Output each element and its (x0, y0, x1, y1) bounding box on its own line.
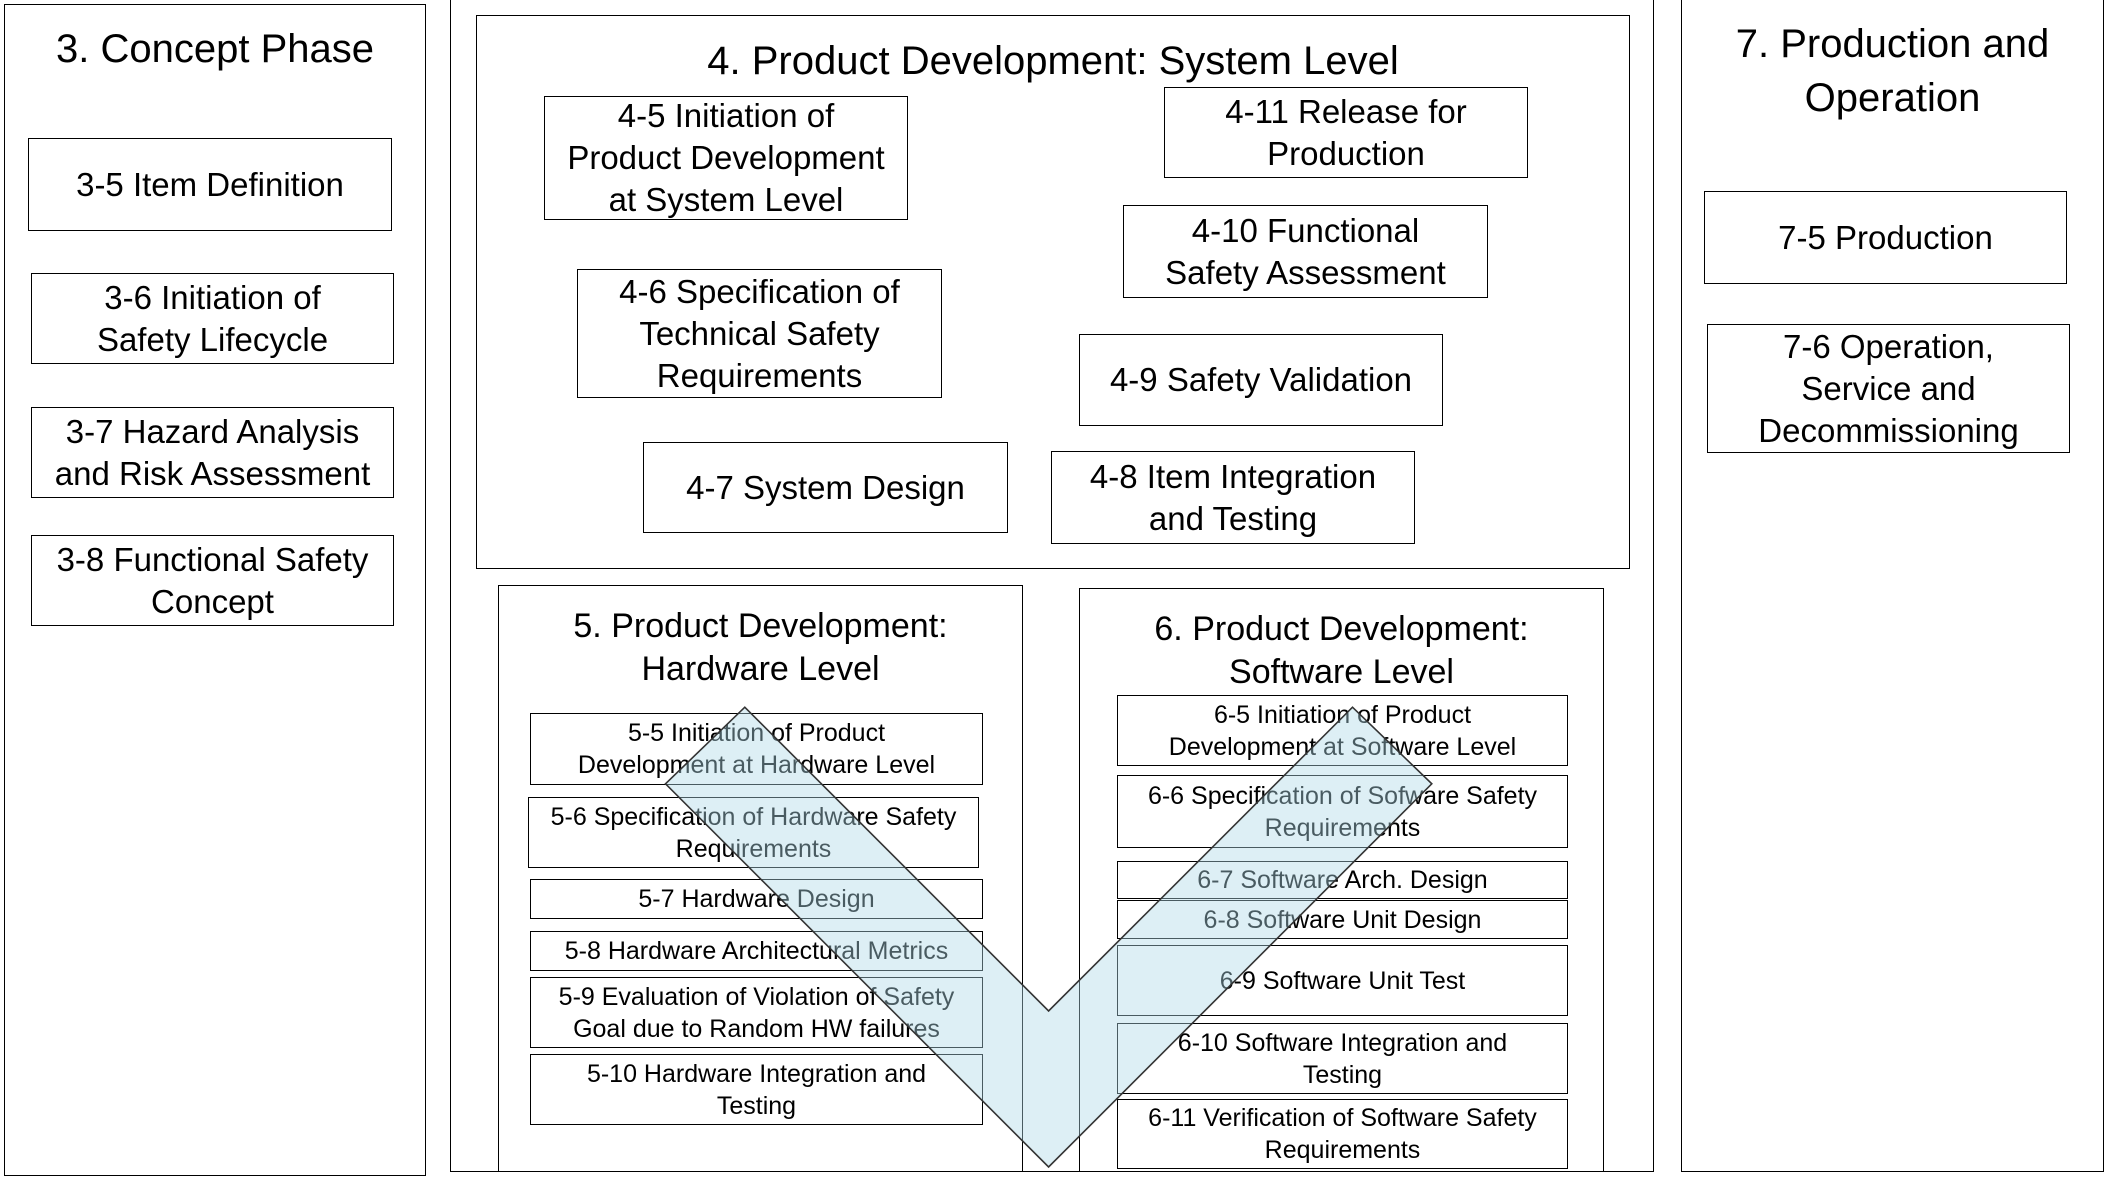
step-4-8-label: 4-8 Item Integration and Testing (1089, 457, 1377, 537)
step-5-6-box: 5-6 Specification of Hardware Safety Req… (528, 797, 979, 868)
step-7-5-box: 7-5 Production (1704, 191, 2067, 284)
step-3-7-box: 3-7 Hazard Analysis and Risk Assessment (31, 407, 394, 498)
step-6-7-box: 6-7 Software Arch. Design (1117, 861, 1568, 899)
step-4-10-box: 4-10 Functional Safety Assessment (1123, 205, 1488, 298)
step-6-10-label: 6-10 Software Integration and Testing (1177, 1028, 1508, 1089)
step-6-6-label: 6-6 Specification of Sofware Safety Requ… (1147, 781, 1538, 842)
step-3-8-box: 3-8 Functional Safety Concept (31, 535, 394, 626)
step-4-5-label: 4-5 Initiation of Product Development at… (567, 97, 885, 218)
step-4-10-label: 4-10 Functional Safety Assessment (1165, 211, 1446, 291)
step-6-9-label: 6-9 Software Unit Test (1219, 966, 1466, 995)
step-6-10-box: 6-10 Software Integration and Testing (1117, 1023, 1568, 1094)
software-level-title: 6. Product Development: Software Level (1154, 610, 1529, 691)
step-6-5-box: 6-5 Initiation of Product Development at… (1117, 695, 1568, 766)
hardware-level-section: 5. Product Development: Hardware Level 5… (498, 585, 1023, 1172)
step-3-7-label: 3-7 Hazard Analysis and Risk Assessment (54, 412, 371, 492)
step-5-8-box: 5-8 Hardware Architectural Metrics (530, 931, 983, 971)
step-5-5-box: 5-5 Initiation of Product Development at… (530, 713, 983, 785)
step-4-11-box: 4-11 Release for Production (1164, 87, 1528, 178)
step-6-6-box: 6-6 Specification of Sofware Safety Requ… (1117, 775, 1568, 848)
step-6-8-label: 6-8 Software Unit Design (1203, 905, 1482, 934)
step-7-6-box: 7-6 Operation, Service and Decommissioni… (1707, 324, 2070, 453)
step-5-7-label: 5-7 Hardware Design (638, 885, 875, 913)
step-4-11-label: 4-11 Release for Production (1225, 92, 1467, 172)
step-3-6-box: 3-6 Initiation of Safety Lifecycle (31, 273, 394, 364)
step-6-5-label: 6-5 Initiation of Product Development at… (1168, 700, 1517, 761)
step-4-9-label: 4-9 Safety Validation (1109, 361, 1413, 398)
step-5-8-label: 5-8 Hardware Architectural Metrics (564, 937, 949, 965)
software-level-section: 6. Product Development: Software Level 6… (1079, 588, 1604, 1172)
step-5-6-label: 5-6 Specification of Hardware Safety Req… (550, 802, 957, 863)
step-4-6-label: 4-6 Specification of Technical Safety Re… (619, 272, 900, 394)
product-development-frame: 4. Product Development: System Level 4-5… (450, 0, 1654, 1172)
step-4-7-box: 4-7 System Design (643, 442, 1008, 533)
step-5-7-box: 5-7 Hardware Design (530, 879, 983, 919)
step-5-10-box: 5-10 Hardware Integration and Testing (530, 1054, 983, 1125)
production-operation-title: 7. Production and Operation (1735, 22, 2050, 120)
step-6-9-box: 6-9 Software Unit Test (1117, 945, 1568, 1016)
step-6-11-box: 6-11 Verification of Software Safety Req… (1117, 1099, 1568, 1169)
step-7-5-label: 7-5 Production (1778, 218, 1993, 256)
step-5-9-label: 5-9 Evaluation of Violation of Safety Go… (558, 982, 955, 1043)
hardware-level-title: 5. Product Development: Hardware Level (573, 607, 948, 688)
step-5-5-label: 5-5 Initiation of Product Development at… (577, 719, 936, 779)
step-3-5-box: 3-5 Item Definition (28, 138, 392, 231)
step-5-10-label: 5-10 Hardware Integration and Testing (586, 1059, 927, 1120)
step-6-11-label: 6-11 Verification of Software Safety Req… (1148, 1104, 1537, 1164)
step-3-5-label: 3-5 Item Definition (76, 165, 344, 203)
step-4-8-box: 4-8 Item Integration and Testing (1051, 451, 1415, 544)
step-4-9-box: 4-9 Safety Validation (1079, 334, 1443, 426)
production-operation-column: 7. Production and Operation 7-5 Producti… (1681, 0, 2104, 1172)
system-level-section: 4. Product Development: System Level 4-5… (476, 15, 1630, 569)
step-4-5-box: 4-5 Initiation of Product Development at… (544, 96, 908, 220)
concept-phase-column: 3. Concept Phase 3-5 Item Definition 3-6… (4, 4, 426, 1176)
system-level-title: 4. Product Development: System Level (707, 39, 1399, 83)
step-3-8-label: 3-8 Functional Safety Concept (56, 540, 369, 620)
step-4-7-label: 4-7 System Design (686, 468, 965, 506)
step-5-9-box: 5-9 Evaluation of Violation of Safety Go… (530, 977, 983, 1048)
step-4-6-box: 4-6 Specification of Technical Safety Re… (577, 269, 942, 398)
step-7-6-label: 7-6 Operation, Service and Decommissioni… (1758, 327, 2019, 449)
concept-phase-title: 3. Concept Phase (56, 27, 374, 71)
step-6-8-box: 6-8 Software Unit Design (1117, 900, 1568, 939)
step-6-7-label: 6-7 Software Arch. Design (1197, 866, 1488, 894)
step-3-6-label: 3-6 Initiation of Safety Lifecycle (96, 278, 329, 358)
